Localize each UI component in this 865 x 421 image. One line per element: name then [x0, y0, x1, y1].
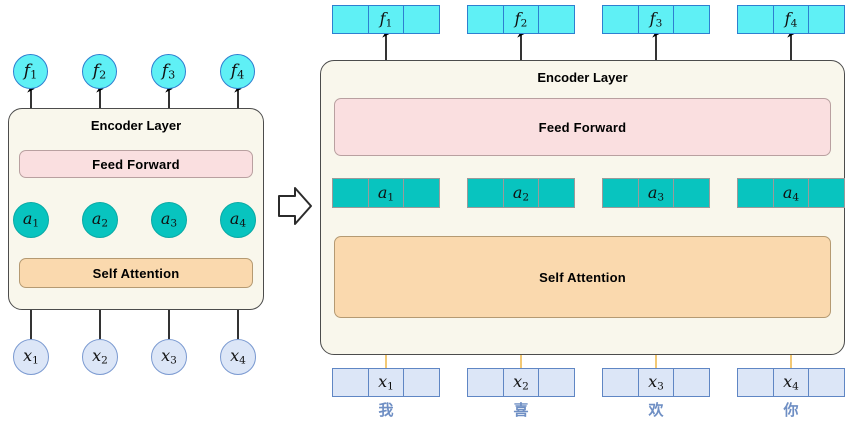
vector-cell: [332, 178, 369, 208]
vector-cell: [332, 368, 369, 397]
left-attention-node-2: a2: [82, 202, 118, 238]
left-feed-forward-block: Feed Forward: [19, 150, 253, 178]
left-input-2-sub: 2: [101, 354, 108, 367]
left-output-2-sub: 2: [99, 68, 107, 82]
left-self-attention-label: Self Attention: [92, 265, 180, 281]
vector-cell: [467, 5, 504, 34]
left-attention-3-base: a: [160, 209, 171, 229]
left-output-4-base: f: [230, 60, 238, 81]
right-input-vector-1: x1: [332, 368, 441, 397]
vector-cell: [467, 368, 504, 397]
vector-cell: [502, 5, 540, 34]
left-attention-4-sub: 4: [239, 217, 247, 230]
vector-cell: [538, 178, 576, 208]
right-feed-forward-label: Feed Forward: [538, 119, 627, 135]
vector-cell: [673, 178, 711, 208]
left-output-node-3: f3: [151, 54, 186, 89]
left-attention-2-sub: 2: [101, 217, 109, 230]
right-attention-vector-1: a1: [332, 178, 441, 208]
left-output-3-sub: 3: [168, 68, 176, 82]
left-input-1-sub: 1: [32, 354, 39, 367]
left-output-4-sub: 4: [237, 68, 245, 82]
vector-cell: [602, 368, 639, 397]
right-self-attention-label: Self Attention: [539, 269, 626, 285]
left-self-attention-block: Self Attention: [19, 258, 253, 288]
left-attention-1-sub: 1: [32, 217, 40, 230]
token-label-4: 你: [783, 401, 799, 419]
right-output-vector-3: f3: [602, 5, 711, 34]
right-input-vector-3: x3: [602, 368, 711, 397]
left-input-node-1: x1: [13, 339, 49, 375]
vector-cell: [367, 368, 405, 397]
vector-cell: [637, 178, 675, 208]
left-output-2-base: f: [92, 60, 100, 81]
vector-cell: [737, 178, 774, 208]
token-label-3: 欢: [648, 401, 664, 419]
vector-cell: [502, 368, 540, 397]
left-attention-node-4: a4: [220, 202, 256, 238]
left-output-3-base: f: [161, 60, 169, 81]
right-output-vector-4: f4: [737, 5, 846, 34]
left-input-node-4: x4: [220, 339, 256, 375]
left-feed-forward-label: Feed Forward: [92, 156, 180, 172]
right-attention-vector-2: a2: [467, 178, 576, 208]
vector-cell: [403, 5, 441, 34]
token-label-1: 我: [378, 401, 394, 419]
right-attention-vector-3: a3: [602, 178, 711, 208]
vector-cell: [808, 5, 846, 34]
left-attention-1-base: a: [22, 209, 33, 229]
vector-cell: [502, 178, 540, 208]
vector-cell: [602, 178, 639, 208]
right-output-vector-1: f1: [332, 5, 441, 34]
vector-cell: [602, 5, 639, 34]
vector-cell: [772, 178, 810, 208]
token-label-2: 喜: [513, 401, 529, 419]
vector-cell: [467, 178, 504, 208]
vector-cell: [673, 368, 711, 397]
left-input-node-2: x2: [82, 339, 118, 375]
left-attention-2-base: a: [91, 209, 102, 229]
left-input-4-sub: 4: [239, 354, 246, 367]
vector-cell: [772, 5, 810, 34]
left-input-1-base: x: [23, 346, 33, 366]
left-output-node-2: f2: [82, 54, 117, 89]
right-feed-forward-block: Feed Forward: [334, 98, 831, 156]
left-input-3-sub: 3: [170, 354, 177, 367]
left-attention-3-sub: 3: [170, 217, 178, 230]
vector-cell: [772, 368, 810, 397]
vector-cell: [367, 178, 405, 208]
vector-cell: [403, 368, 441, 397]
vector-cell: [332, 5, 369, 34]
left-output-node-4: f4: [220, 54, 255, 89]
vector-cell: [538, 5, 576, 34]
right-input-vector-2: x2: [467, 368, 576, 397]
left-attention-4-base: a: [229, 209, 240, 229]
left-output-1-sub: 1: [30, 68, 38, 82]
left-output-1-base: f: [23, 60, 31, 81]
left-input-2-base: x: [92, 346, 102, 366]
left-attention-node-1: a1: [13, 202, 49, 238]
vector-cell: [737, 368, 774, 397]
vector-cell: [808, 178, 846, 208]
right-input-vector-4: x4: [737, 368, 846, 397]
vector-cell: [637, 368, 675, 397]
vector-cell: [673, 5, 711, 34]
vector-cell: [403, 178, 441, 208]
left-input-3-base: x: [161, 346, 171, 366]
left-attention-node-3: a3: [151, 202, 187, 238]
vector-cell: [538, 368, 576, 397]
vector-cell: [367, 5, 405, 34]
left-output-node-1: f1: [13, 54, 48, 89]
vector-cell: [637, 5, 675, 34]
right-self-attention-block: Self Attention: [334, 236, 831, 318]
vector-cell: [737, 5, 774, 34]
left-input-4-base: x: [230, 346, 240, 366]
right-block-arrow-icon: [278, 187, 312, 225]
right-output-vector-2: f2: [467, 5, 576, 34]
right-attention-vector-4: a4: [737, 178, 846, 208]
vector-cell: [808, 368, 846, 397]
left-input-node-3: x3: [151, 339, 187, 375]
